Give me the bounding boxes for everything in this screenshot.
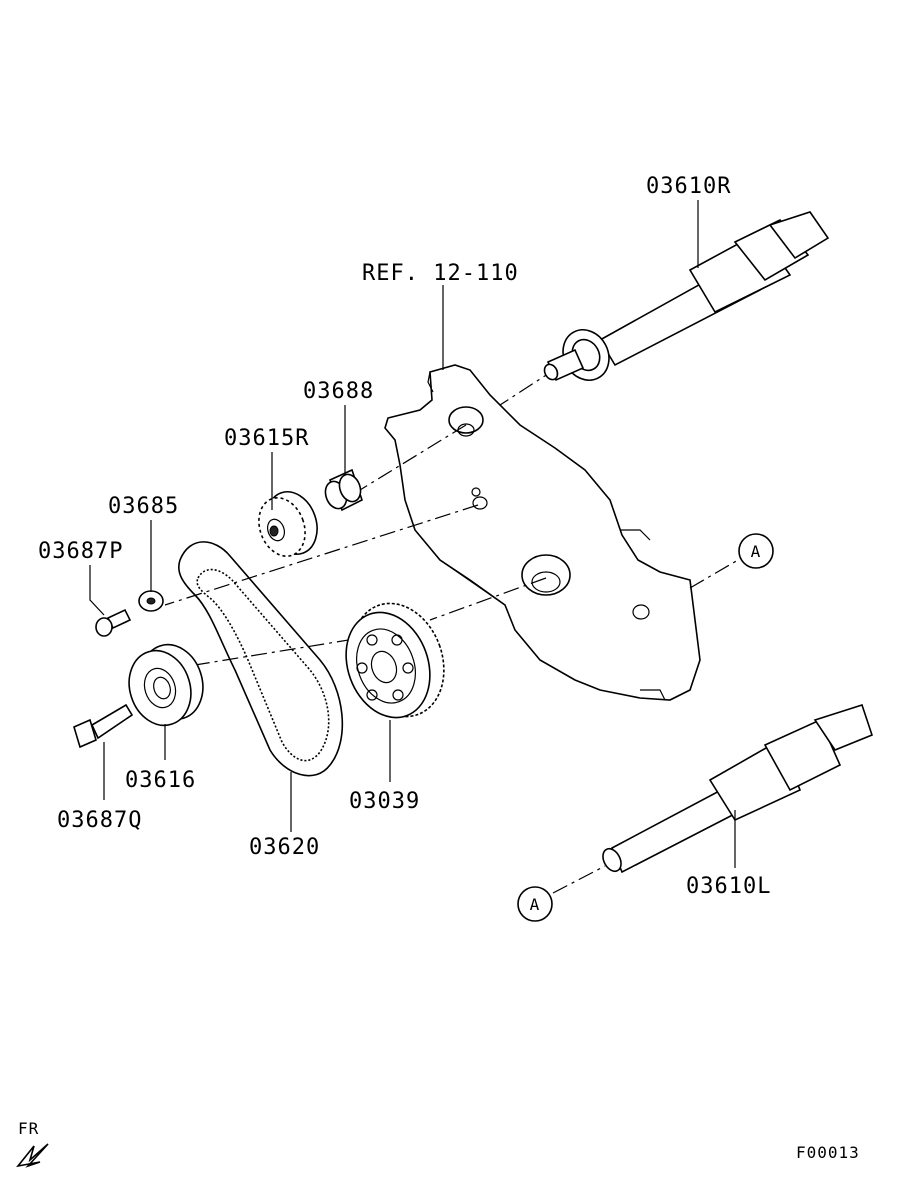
label-03615r: 03615R bbox=[224, 426, 309, 451]
svg-text:A: A bbox=[530, 895, 541, 914]
figure-id: F00013 bbox=[796, 1143, 860, 1162]
idler-03616 bbox=[128, 643, 204, 727]
front-direction-mark: FR bbox=[16, 1119, 49, 1168]
arrow-down-left-icon bbox=[16, 1143, 49, 1168]
gear-03039 bbox=[345, 602, 445, 719]
label-03685: 03685 bbox=[108, 494, 179, 519]
gear-03615r bbox=[258, 491, 318, 557]
bolt-03687q bbox=[73, 703, 134, 749]
label-03616: 03616 bbox=[125, 768, 196, 793]
svg-text:FR: FR bbox=[18, 1119, 39, 1138]
label-03688: 03688 bbox=[303, 379, 374, 404]
belt-03620 bbox=[178, 541, 344, 777]
svg-text:A: A bbox=[751, 542, 762, 561]
shaft-03610r bbox=[543, 211, 830, 382]
label-03687p: 03687P bbox=[38, 539, 123, 564]
label-03610l: 03610L bbox=[686, 874, 771, 899]
leader-lines bbox=[89, 200, 736, 868]
label-ref: REF. 12-110 bbox=[362, 261, 519, 286]
label-03039: 03039 bbox=[349, 789, 420, 814]
label-03620: 03620 bbox=[249, 835, 320, 860]
label-03687q: 03687Q bbox=[57, 808, 142, 833]
engine-case bbox=[384, 364, 701, 701]
callout-a-bottom: A bbox=[517, 886, 553, 922]
spacer-03688 bbox=[324, 468, 363, 512]
washer-03685 bbox=[138, 590, 164, 612]
bolt-03687p bbox=[95, 608, 132, 637]
callout-a-top: A bbox=[738, 533, 774, 569]
label-03610r: 03610R bbox=[646, 174, 731, 199]
shaft-03610l bbox=[602, 703, 873, 874]
